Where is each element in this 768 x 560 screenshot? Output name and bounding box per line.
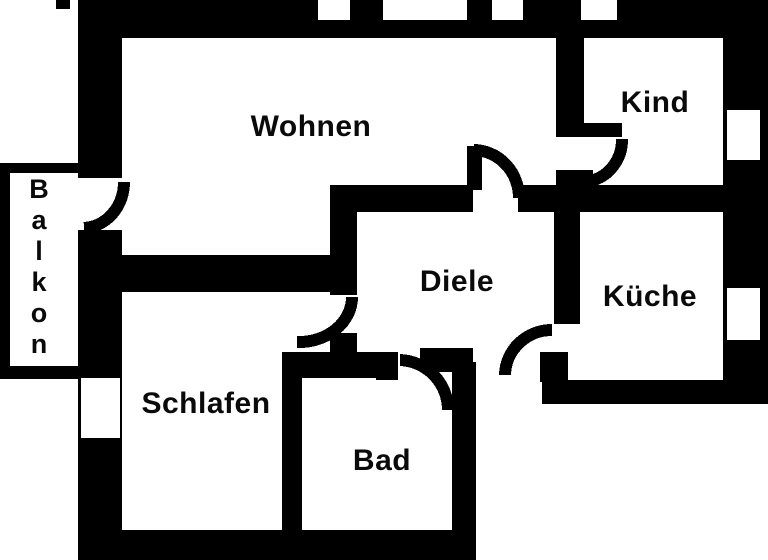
room-label-kueche: Küche xyxy=(602,280,698,313)
wall-bad-right xyxy=(452,362,476,560)
wall-balkon-bottom xyxy=(0,366,82,379)
kind-door-hinge xyxy=(556,170,593,190)
room-label-balkon: Balkon xyxy=(29,174,49,359)
room-label-diele: Diele xyxy=(419,265,495,298)
wall-bad-top xyxy=(282,352,378,378)
kueche-door-hinge xyxy=(540,352,568,382)
kind-door-leaf xyxy=(556,123,622,137)
window-top-4 xyxy=(581,0,617,20)
wall-kind-left xyxy=(556,30,584,130)
window-top-2 xyxy=(383,0,467,20)
kind-door-arc xyxy=(588,138,629,187)
window-schlafen xyxy=(81,378,120,438)
schlafen-door-arc xyxy=(296,296,358,349)
wall-schlafen-bad-divider xyxy=(282,352,302,535)
wall-kind-kueche xyxy=(518,185,723,212)
kueche-door-arc xyxy=(499,324,553,376)
window-top-1 xyxy=(318,0,350,20)
wall-outer-right xyxy=(723,0,768,404)
wall-kueche-left xyxy=(554,212,580,324)
wall-wohnen-diele xyxy=(357,185,473,212)
wall-diele-left xyxy=(330,185,357,295)
wohnen-diele-door-leaf xyxy=(467,146,482,190)
bad-door-leaf xyxy=(376,352,398,380)
wall-balkon-top xyxy=(0,163,80,173)
room-label-bad: Bad xyxy=(352,444,412,477)
room-label-wohnen: Wohnen xyxy=(250,110,372,143)
wall-balkon-left xyxy=(0,163,10,378)
window-kind xyxy=(727,110,760,160)
wall-schlafen-door-stub xyxy=(330,333,357,353)
room-label-kind: Kind xyxy=(620,86,690,119)
window-kueche xyxy=(727,288,760,340)
wall-wohnen-schlafen xyxy=(78,255,357,292)
balkon-door-arc xyxy=(83,181,131,234)
wall-kueche-bottom xyxy=(542,380,768,404)
wall-top-left-stub xyxy=(56,0,70,9)
window-top-3 xyxy=(492,0,523,20)
room-label-schlafen: Schlafen xyxy=(141,387,271,420)
bad-door-arc xyxy=(399,354,455,411)
wohnen-diele-door-arc xyxy=(473,144,525,199)
wall-outer-bottom xyxy=(78,530,476,560)
